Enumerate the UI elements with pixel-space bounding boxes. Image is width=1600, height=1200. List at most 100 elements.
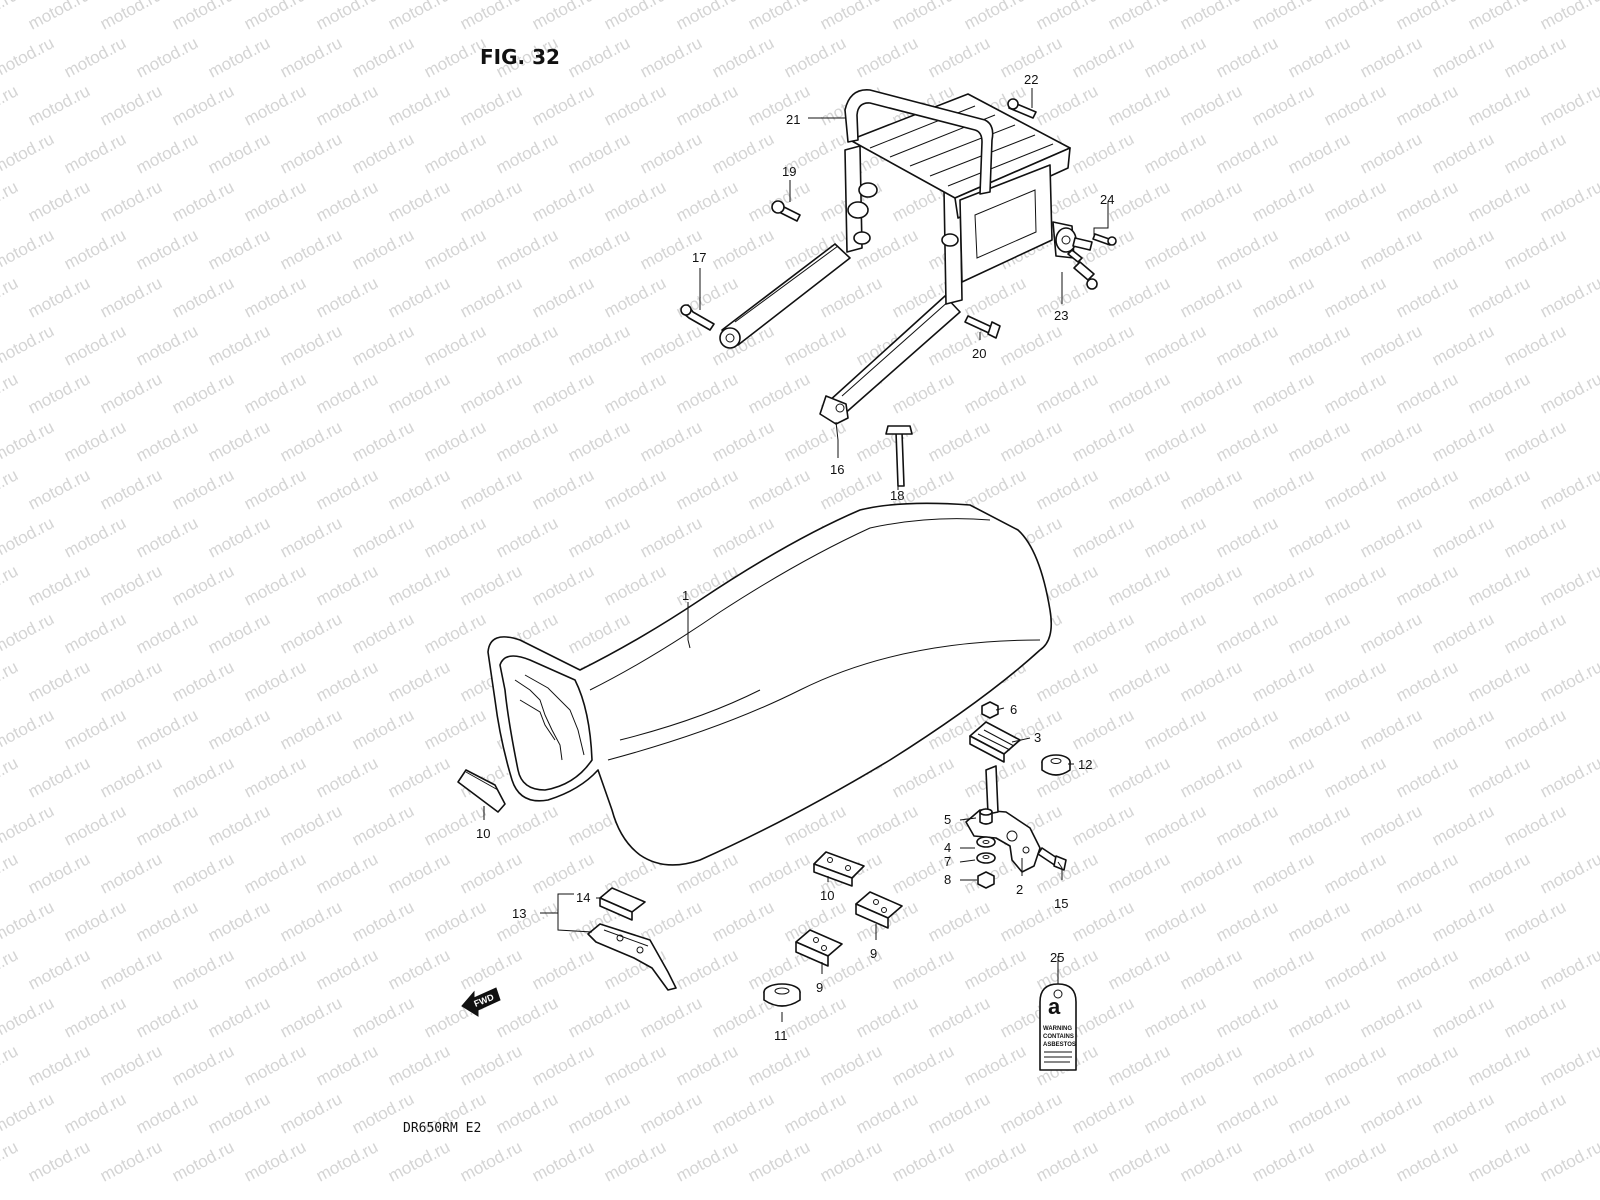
cushion-9-lower [795, 929, 843, 967]
watermark-text: motod.ru [97, 849, 165, 897]
watermark-text: motod.ru [745, 1137, 813, 1185]
watermark-text: motod.ru [0, 753, 21, 801]
watermark-text: motod.ru [205, 321, 273, 369]
watermark-text: motod.ru [0, 225, 57, 273]
callout-14: 14 [576, 890, 590, 905]
watermark-text: motod.ru [961, 369, 1029, 417]
watermark-text: motod.ru [25, 81, 93, 129]
watermark-text: motod.ru [1321, 753, 1389, 801]
watermark-text: motod.ru [205, 129, 273, 177]
bolt-17 [680, 304, 715, 331]
watermark-text: motod.ru [1069, 33, 1137, 81]
watermark-text: motod.ru [313, 81, 381, 129]
watermark-text: motod.ru [61, 321, 129, 369]
watermark-text: motod.ru [97, 177, 165, 225]
watermark-text: motod.ru [1393, 945, 1461, 993]
watermark-text: motod.ru [637, 513, 705, 561]
watermark-text: motod.ru [1393, 369, 1461, 417]
watermark-text: motod.ru [205, 1089, 273, 1137]
watermark-text: motod.ru [61, 417, 129, 465]
watermark-text: motod.ru [1033, 81, 1101, 129]
watermark-text: motod.ru [709, 1089, 777, 1137]
watermark-text: motod.ru [493, 801, 561, 849]
watermark-text: motod.ru [601, 81, 669, 129]
watermark-text: motod.ru [1249, 849, 1317, 897]
watermark-text: motod.ru [1357, 1089, 1425, 1137]
watermark-text: motod.ru [241, 753, 309, 801]
watermark-text: motod.ru [1501, 33, 1569, 81]
watermark-text: motod.ru [745, 1041, 813, 1089]
watermark-text: motod.ru [1069, 321, 1137, 369]
watermark-text: motod.ru [241, 81, 309, 129]
watermark-text: motod.ru [1465, 177, 1533, 225]
watermark-text: motod.ru [313, 1137, 381, 1185]
watermark-text: motod.ru [961, 273, 1029, 321]
watermark-text: motod.ru [1033, 465, 1101, 513]
watermark-text: motod.ru [277, 1089, 345, 1137]
callout-12: 12 [1078, 757, 1092, 772]
watermark-text: motod.ru [1213, 801, 1281, 849]
fwd-arrow-icon: FWD [461, 987, 501, 1017]
watermark-text: motod.ru [1285, 417, 1353, 465]
watermark-text: motod.ru [673, 177, 741, 225]
watermark-text: motod.ru [1501, 993, 1569, 1041]
watermark-text: motod.ru [1141, 993, 1209, 1041]
bolt-19 [771, 200, 801, 222]
watermark-text: motod.ru [1141, 1089, 1209, 1137]
watermark-text: motod.ru [1105, 81, 1173, 129]
watermark-text: motod.ru [1105, 849, 1173, 897]
watermark-text: motod.ru [853, 33, 921, 81]
watermark-text: motod.ru [1537, 657, 1600, 705]
watermark-text: motod.ru [1321, 1137, 1389, 1185]
watermark-text: motod.ru [1213, 513, 1281, 561]
watermark-text: motod.ru [1501, 609, 1569, 657]
watermark-text: motod.ru [349, 417, 417, 465]
watermark-text: motod.ru [277, 321, 345, 369]
watermark-text: motod.ru [889, 945, 957, 993]
watermark-text: motod.ru [61, 1089, 129, 1137]
watermark-text: motod.ru [745, 369, 813, 417]
watermark-text: motod.ru [1429, 993, 1497, 1041]
watermark-text: motod.ru [1177, 1041, 1245, 1089]
warning-line-3: ASBESTOS [1043, 1042, 1076, 1048]
watermark-text: motod.ru [673, 369, 741, 417]
watermark-text: motod.ru [1141, 321, 1209, 369]
watermark-text: motod.ru [1429, 417, 1497, 465]
watermark-text: motod.ru [1465, 369, 1533, 417]
watermark-text: motod.ru [637, 417, 705, 465]
watermark-text: motod.ru [385, 369, 453, 417]
watermark-text: motod.ru [133, 705, 201, 753]
watermark-text: motod.ru [1213, 1089, 1281, 1137]
watermark-text: motod.ru [457, 369, 525, 417]
watermark-text: motod.ru [925, 897, 993, 945]
watermark-text: motod.ru [25, 369, 93, 417]
watermark-text: motod.ru [1213, 417, 1281, 465]
callout-22: 22 [1024, 72, 1038, 87]
watermark-text: motod.ru [1249, 945, 1317, 993]
watermark-text: motod.ru [745, 81, 813, 129]
watermark-text: motod.ru [1177, 369, 1245, 417]
watermark-text: motod.ru [385, 81, 453, 129]
watermark-text: motod.ru [853, 1089, 921, 1137]
watermark-text: motod.ru [349, 993, 417, 1041]
watermark-text: motod.ru [673, 1137, 741, 1185]
watermark-text: motod.ru [421, 513, 489, 561]
watermark-text: motod.ru [1357, 897, 1425, 945]
watermark-text: motod.ru [673, 0, 741, 34]
watermark-text: motod.ru [1429, 225, 1497, 273]
watermark-text: motod.ru [925, 33, 993, 81]
watermark-text: motod.ru [133, 1089, 201, 1137]
watermark-text: motod.ru [61, 609, 129, 657]
watermark-text: motod.ru [169, 0, 237, 34]
watermark-text: motod.ru [1465, 465, 1533, 513]
callout-10-lower: 10 [820, 888, 834, 903]
watermark-text: motod.ru [385, 657, 453, 705]
watermark-text: motod.ru [1213, 129, 1281, 177]
watermark-text: motod.ru [277, 993, 345, 1041]
watermark-text: motod.ru [0, 369, 21, 417]
watermark-text: motod.ru [817, 0, 885, 34]
watermark-text: motod.ru [61, 705, 129, 753]
watermark-text: motod.ru [61, 33, 129, 81]
watermark-text: motod.ru [277, 609, 345, 657]
watermark-text: motod.ru [493, 897, 561, 945]
